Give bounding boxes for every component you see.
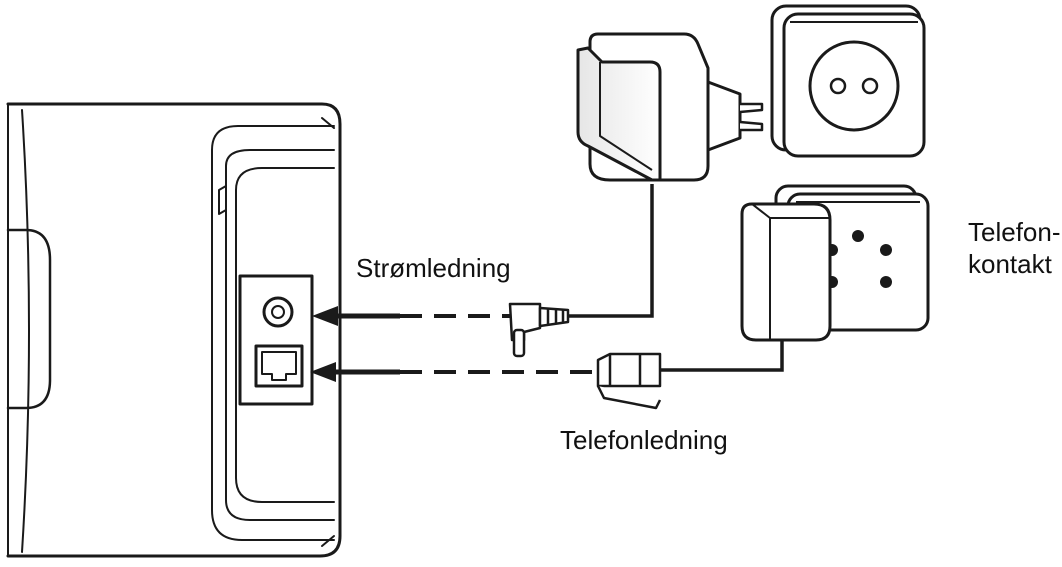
power-arrow: [312, 306, 512, 326]
phone-arrow: [310, 362, 592, 382]
phone-jack-label-line2: kontakt: [968, 249, 1052, 279]
phone-jack-label-line1: Telefon-: [968, 217, 1061, 247]
power-cord-line: [568, 184, 654, 318]
power-adapter-icon: [576, 32, 764, 182]
phone-cord-label: Telefonledning: [560, 425, 728, 455]
phone-wall-jack-icon: [740, 184, 930, 342]
power-cord-label: Strømledning: [356, 253, 511, 283]
rj11-plug-icon: [596, 352, 662, 410]
base-station-icon: [6, 102, 342, 558]
phone-jack-label: Telefon- kontakt: [968, 216, 1061, 280]
phone-cord-line: [660, 340, 784, 372]
wall-socket-icon: [770, 4, 926, 158]
dc-plug-icon: [508, 302, 570, 358]
